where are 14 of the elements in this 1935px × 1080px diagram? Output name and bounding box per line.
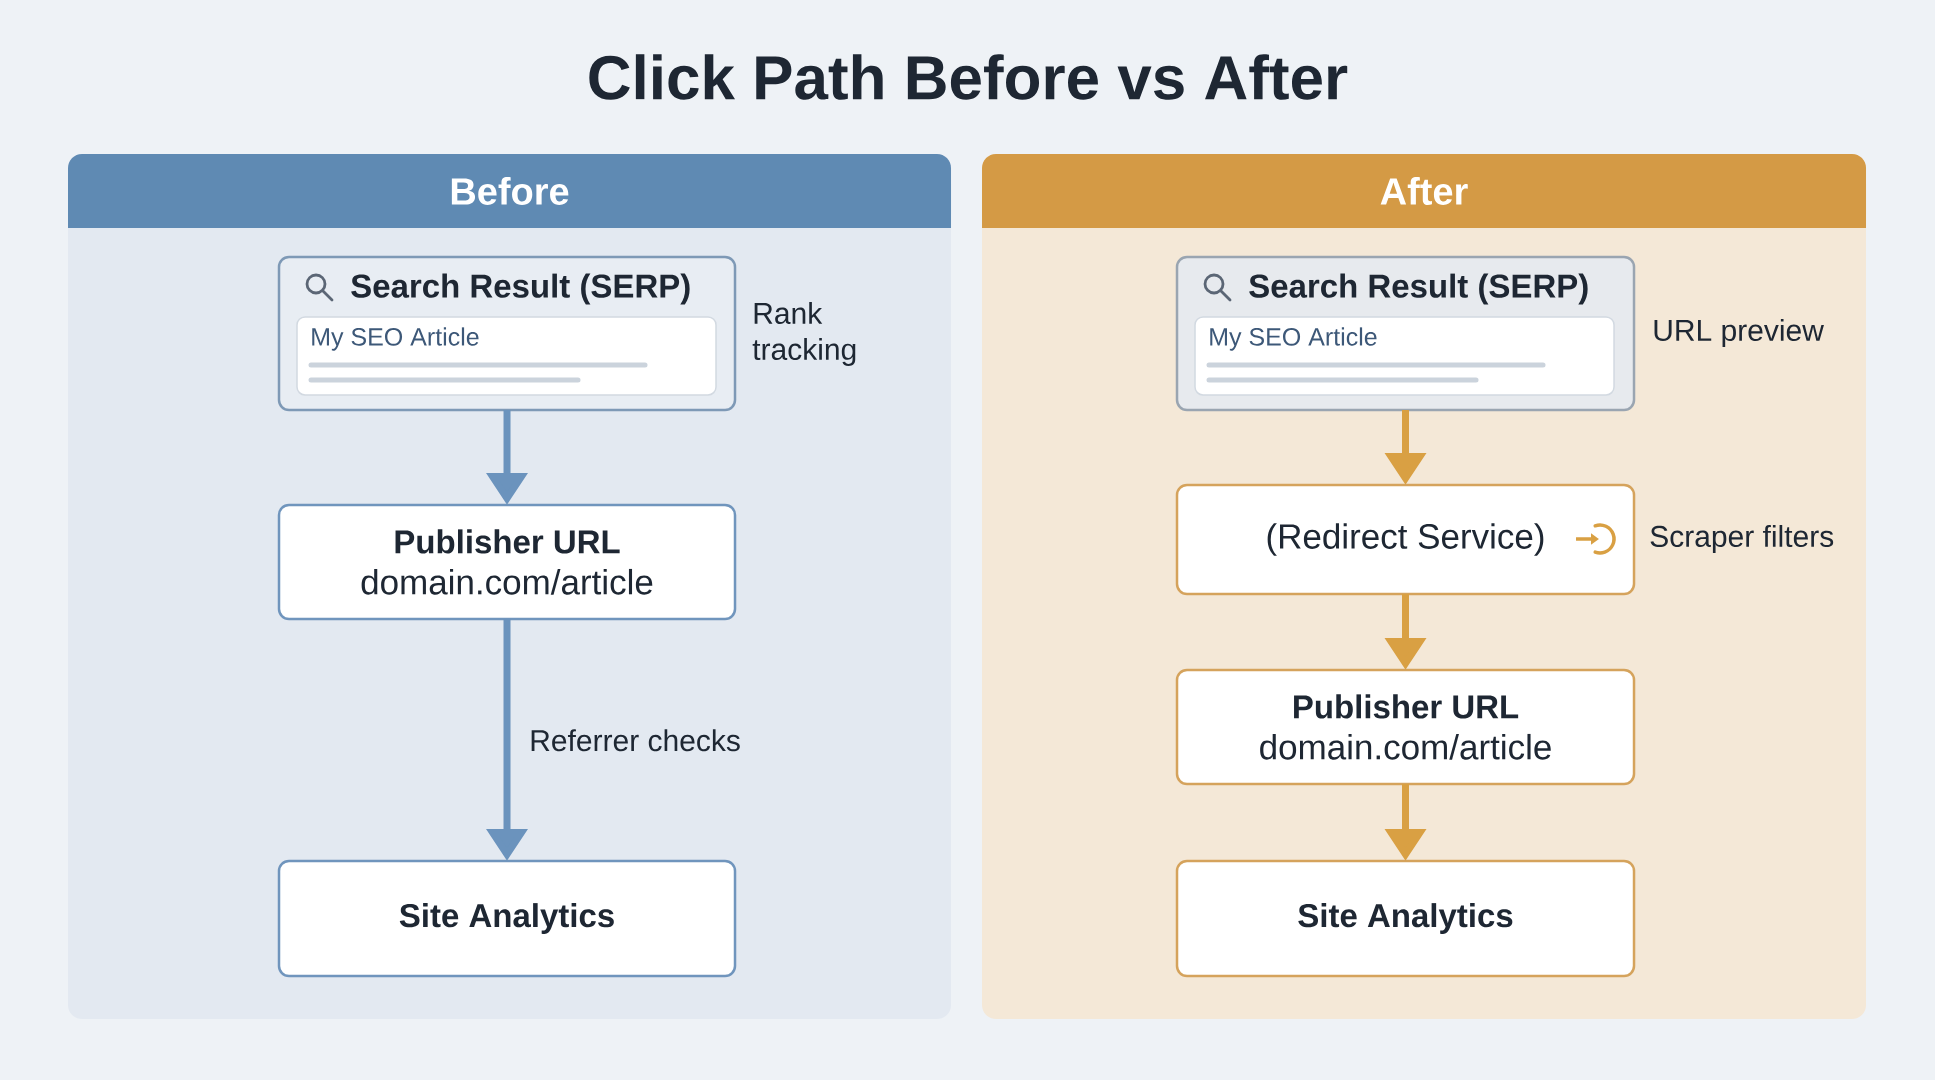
process-box: Publisher URL domain.com/article: [277, 503, 737, 621]
header-bar: Before: [68, 154, 951, 228]
process-box: Site Analytics: [1175, 859, 1636, 978]
header-bar: After: [982, 154, 1866, 228]
annotation: Rank tracking: [752, 302, 856, 366]
annotation: URL preview: [1654, 319, 1824, 347]
edge-label: Referrer checks: [527, 727, 743, 754]
result-card: My SEO Article: [296, 316, 717, 396]
annotation: Scraper filters: [1650, 525, 1834, 553]
result-card: My SEO Article: [1194, 316, 1615, 396]
process-box: (Redirect Service): [1175, 483, 1636, 596]
title: Click Path Before vs After: [589, 54, 1348, 100]
process-box: Site Analytics: [277, 859, 737, 978]
process-box: Publisher URL domain.com/article: [1175, 668, 1636, 786]
